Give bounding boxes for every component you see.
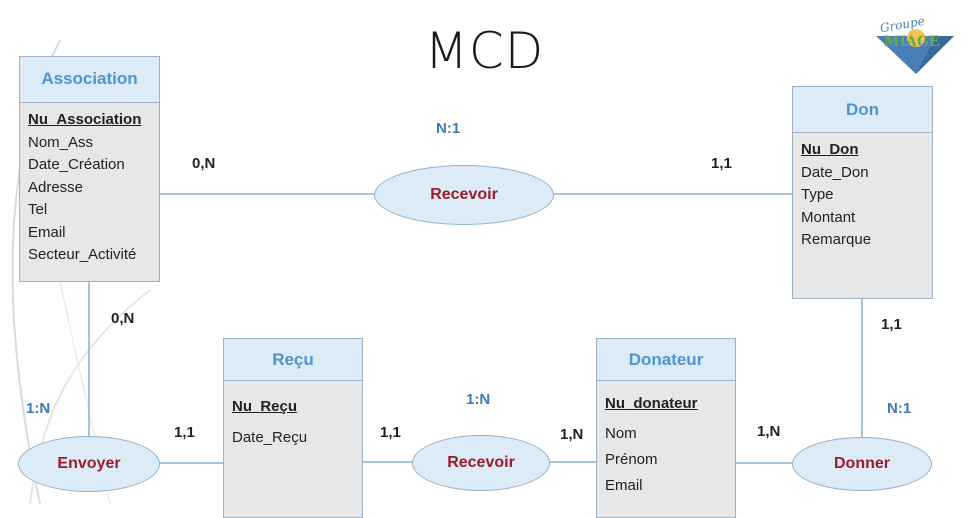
entity-donateur: Donateur Nu_donateur Nom Prénom Email xyxy=(596,338,736,518)
entity-don: Don Nu_Don Date_Don Type Montant Remarqu… xyxy=(792,86,933,299)
attribute: Type xyxy=(801,186,834,203)
cardinality-donateur-donner: 1,N xyxy=(757,423,781,440)
entity-association-title: Association xyxy=(20,57,159,103)
cardinality-don-donner: 1,1 xyxy=(881,316,902,333)
entity-association-attributes: Nu_Association Nom_Ass Date_Création Adr… xyxy=(20,103,159,267)
type-envoyer: 1:N xyxy=(26,400,51,417)
type-recevoir-top: N:1 xyxy=(436,120,461,137)
logo-sun xyxy=(907,29,925,47)
cardinality-recu-envoyer: 1,1 xyxy=(174,424,195,441)
cardinality-association-envoyer: 0,N xyxy=(111,310,135,327)
attribute: Secteur_Activité xyxy=(28,246,137,263)
entity-don-attributes: Nu_Don Date_Don Type Montant Remarque xyxy=(793,133,932,252)
logo-bottom-text: MIAGE xyxy=(884,34,940,50)
association-recevoir-bottom: Recevoir xyxy=(412,435,550,491)
entity-recu: Reçu Nu_Reçu Date_Reçu xyxy=(223,338,363,518)
entity-recu-key: Nu_Reçu xyxy=(232,398,298,415)
entity-association-key: Nu_Association xyxy=(28,111,142,128)
attribute: Date_Reçu xyxy=(232,429,308,446)
attribute: Date_Création xyxy=(28,156,125,173)
miage-logo: Groupe MIAGE xyxy=(870,14,960,76)
attribute: Nom_Ass xyxy=(28,133,94,151)
entity-donateur-attributes: Nu_donateur Nom Prénom Email xyxy=(597,381,735,499)
cardinality-don-recevoir: 1,1 xyxy=(711,155,732,172)
entity-association: Association Nu_Association Nom_Ass Date_… xyxy=(19,56,160,282)
association-recevoir-top: Recevoir xyxy=(374,165,554,225)
entity-donateur-title: Donateur xyxy=(597,339,735,381)
attribute: Email xyxy=(605,477,643,494)
cardinality-donateur-recevoir: 1,N xyxy=(560,426,584,443)
attribute: Email xyxy=(28,223,66,241)
entity-recu-attributes: Nu_Reçu Date_Reçu xyxy=(224,381,362,453)
cardinality-association-recevoir: 0,N xyxy=(192,155,216,172)
entity-don-title: Don xyxy=(793,87,932,133)
association-donner: Donner xyxy=(792,437,932,491)
association-envoyer: Envoyer xyxy=(18,436,160,492)
cardinality-recu-recevoir: 1,1 xyxy=(380,424,401,441)
logo-triangle-shade xyxy=(916,36,954,74)
attribute: Date_Don xyxy=(801,163,869,181)
type-donner: N:1 xyxy=(887,400,912,417)
attribute: Adresse xyxy=(28,178,84,196)
attribute: Montant xyxy=(801,208,856,226)
entity-donateur-key: Nu_donateur xyxy=(605,395,698,412)
attribute: Nom xyxy=(605,425,637,442)
attribute: Tel xyxy=(28,201,48,218)
attribute: Remarque xyxy=(801,231,872,248)
logo-graphic: Groupe MIAGE xyxy=(876,14,954,74)
entity-recu-title: Reçu xyxy=(224,339,362,381)
type-recevoir-bottom: 1:N xyxy=(466,391,491,408)
entity-don-key: Nu_Don xyxy=(801,141,859,158)
attribute: Prénom xyxy=(605,451,658,468)
diagram-title: MCD xyxy=(424,22,545,80)
